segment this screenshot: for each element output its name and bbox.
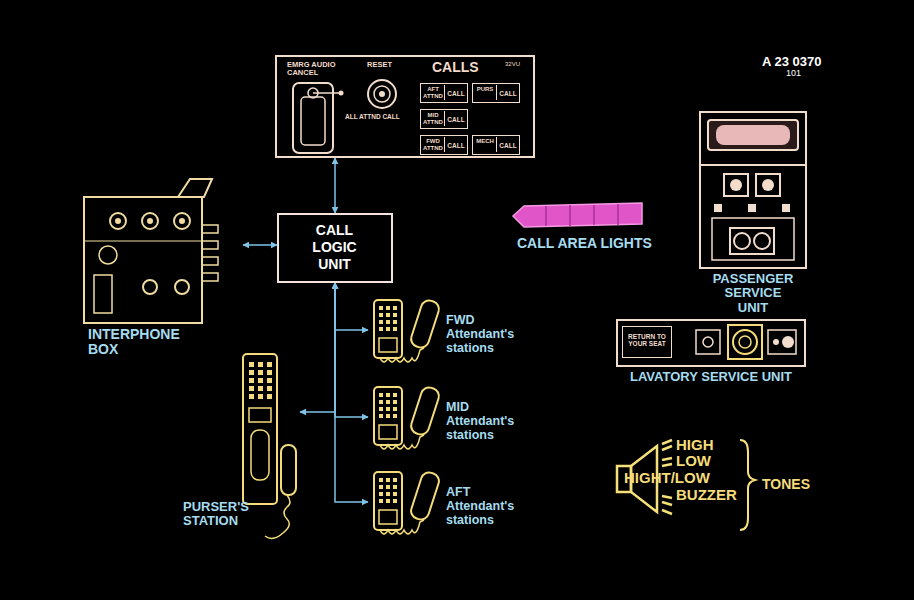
- panel-title: CALLS: [432, 60, 492, 75]
- button-divider: [444, 111, 445, 126]
- tone-label: HIGH: [676, 437, 736, 454]
- call-button: PURSCALL: [472, 83, 520, 103]
- button-divider: [496, 85, 497, 100]
- connector: [335, 283, 368, 330]
- attendant-station: MID Attendant's stations: [368, 385, 518, 465]
- interphone-box: INTERPHONE BOX: [78, 175, 243, 361]
- connector: [335, 283, 368, 502]
- logic-unit-box: CALL LOGIC UNIT: [277, 213, 393, 283]
- control-panel: EMRG AUDIO CANCEL RESET CALLS 32VU ALL ATTND…: [275, 55, 535, 158]
- unit-label: CALL LOGIC UNIT: [279, 222, 390, 272]
- button-divider: [444, 85, 445, 100]
- attendant-station: AFT Attendant's stations: [368, 470, 518, 552]
- unit-label: PASSENGER SERVICE UNIT: [708, 272, 798, 315]
- panel-id: 32VU: [505, 61, 533, 68]
- button-call: CALL: [498, 90, 518, 97]
- connector: [243, 244, 277, 246]
- button-divider: [496, 137, 497, 152]
- button-label: MECH: [474, 138, 496, 145]
- panel-label: EMRG AUDIO CANCEL: [287, 61, 345, 78]
- button-call: CALL: [446, 142, 466, 149]
- button-call: CALL: [446, 90, 466, 97]
- tone-label: LOW: [676, 453, 736, 470]
- connector: [334, 158, 336, 213]
- attendant-station: FWD Attendant's stations: [368, 298, 518, 378]
- button-label: MID ATTND: [422, 112, 444, 125]
- station-label: PURSER'S STATION: [183, 500, 257, 529]
- station-label: AFT Attendant's stations: [446, 486, 518, 527]
- lavatory-service-unit-drawing: [612, 318, 812, 402]
- connector: [300, 283, 335, 412]
- tone-label: BUZZER: [676, 487, 746, 504]
- sign-box: RETURN TO YOUR SEAT: [622, 326, 672, 358]
- unit-label: INTERPHONE BOX: [88, 327, 203, 358]
- station-label: FWD Attendant's stations: [446, 314, 518, 355]
- purser-station: PURSER'S STATION: [183, 350, 300, 545]
- connector: [335, 283, 368, 417]
- lavatory-service-unit: LAVATORY SERVICE UNIT RETURN TO YOUR SEAT: [612, 318, 812, 402]
- button-label: FWD ATTND: [422, 138, 444, 151]
- panel-label: RESET: [367, 61, 407, 69]
- sheet-number: 101: [786, 69, 816, 79]
- passenger-service-unit: PASSENGER SERVICE UNIT: [690, 110, 816, 318]
- call-button: AFT ATTNDCALL: [420, 83, 468, 103]
- station-label: MID Attendant's stations: [446, 401, 518, 442]
- button-call: CALL: [498, 142, 518, 149]
- call-button: MID ATTNDCALL: [420, 109, 468, 129]
- button-label: AFT ATTND: [422, 86, 444, 99]
- sign-text: RETURN TO YOUR SEAT: [625, 333, 669, 347]
- call-area-lights-bar: [513, 203, 642, 227]
- call-button: FWD ATTNDCALL: [420, 135, 468, 155]
- button-call: CALL: [446, 116, 466, 123]
- group-label: TONES: [762, 477, 832, 492]
- tone-label: HIGHT/LOW: [624, 470, 734, 487]
- unit-label: LAVATORY SERVICE UNIT: [622, 370, 800, 384]
- button-divider: [444, 137, 445, 152]
- call-button: MECHCALL: [472, 135, 520, 155]
- panel-label: ALL ATTND CALL: [345, 113, 417, 120]
- button-label: PURS: [474, 86, 496, 93]
- figure-id: A 23 0370: [762, 55, 842, 69]
- tones-bracket: [740, 440, 755, 530]
- part-label: CALL AREA LIGHTS: [517, 236, 687, 251]
